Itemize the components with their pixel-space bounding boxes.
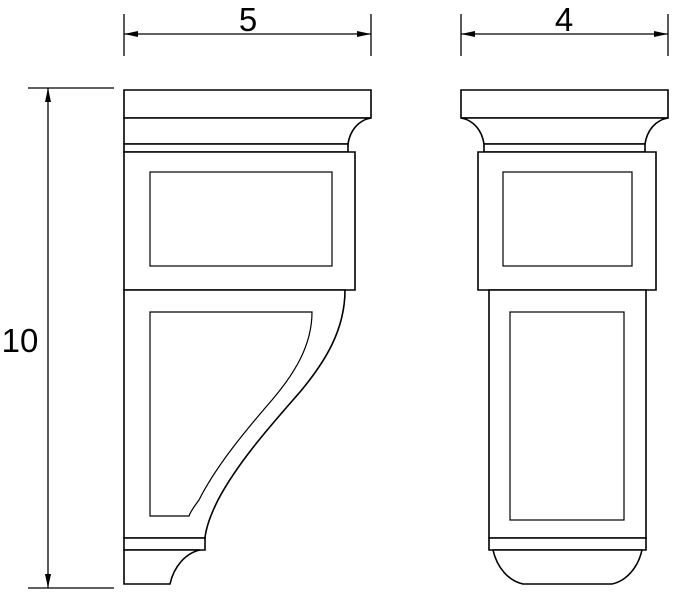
crown-fillet-band	[460, 117, 669, 145]
crown-lower-fillet	[483, 143, 646, 153]
upper-recessed-panel	[502, 171, 633, 267]
front-width-dimension-text: 5	[239, 1, 257, 38]
side-width-dimension-text: 4	[555, 1, 573, 38]
arrowhead-bottom-icon	[45, 574, 51, 588]
crown-lower-fillet	[123, 143, 349, 153]
arrowhead-top-icon	[45, 88, 51, 102]
arrowhead-left-icon	[124, 31, 138, 37]
arrowhead-left-icon	[461, 31, 475, 37]
crown-cap-band	[123, 89, 372, 119]
overall-height-dimension-text: 10	[2, 322, 39, 359]
lower-recessed-panel	[509, 311, 625, 521]
arrowhead-right-icon	[357, 31, 371, 37]
front-elevation-view	[123, 89, 372, 585]
foot-plinth	[492, 549, 643, 585]
arrowhead-right-icon	[654, 31, 668, 37]
crown-fillet-band	[123, 117, 372, 145]
scroll-inner-recess	[149, 311, 313, 517]
side-elevation-view	[460, 89, 669, 585]
side-width-dimension: 4	[460, 1, 669, 56]
upper-recessed-panel	[149, 171, 333, 267]
crown-cap-band	[460, 89, 669, 119]
foot-upper-band	[488, 537, 647, 551]
overall-height-dimension: 10	[2, 87, 114, 589]
foot-upper-band	[123, 537, 206, 551]
foot-plinth	[123, 549, 201, 585]
front-width-dimension: 5	[123, 1, 372, 56]
